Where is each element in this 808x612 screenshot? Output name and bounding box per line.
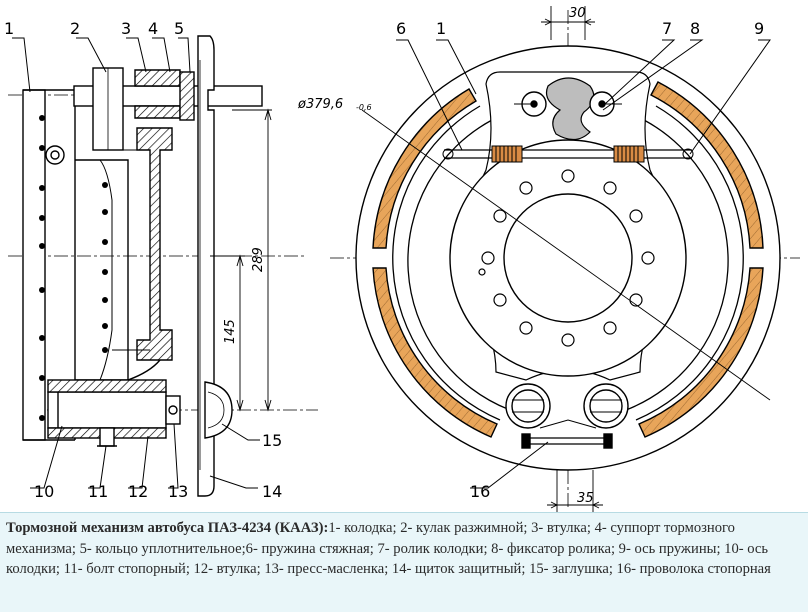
left-leaders — [12, 37, 260, 489]
callout-1-left: 1 — [4, 19, 14, 38]
callout-13: 13 — [168, 482, 188, 501]
diameter-line — [361, 109, 771, 401]
tension-springs — [442, 145, 694, 163]
lining-right-lower — [638, 267, 764, 438]
dust-shield — [197, 35, 215, 497]
callout-16: 16 — [470, 482, 490, 501]
callout-7: 7 — [662, 19, 672, 38]
figure-caption: Тормозной механизм автобуса ПАЗ-4234 (КА… — [0, 512, 808, 612]
front-view — [330, 10, 800, 510]
dim-diameter: ø379,6 — [297, 97, 343, 112]
expander-cam — [545, 77, 595, 141]
callout-4: 4 — [148, 19, 158, 38]
lining-right-upper — [650, 81, 764, 249]
hub-inner — [503, 193, 633, 323]
section-view — [8, 35, 318, 497]
lock-wire — [522, 437, 612, 445]
right-leaders — [396, 39, 771, 489]
dim-145: 145 — [223, 319, 238, 344]
caption-title: Тормозной механизм автобуса ПАЗ-4234 (КА… — [6, 520, 329, 536]
shoe-left — [392, 105, 501, 421]
lining-left-lower — [372, 267, 498, 438]
callout-15: 15 — [262, 431, 282, 450]
rivet-holes — [39, 115, 108, 421]
dim-diameter-tolerance: -0,6 — [356, 103, 372, 112]
anchor-pin — [47, 391, 167, 429]
callout-6: 6 — [396, 19, 406, 38]
lock-bolt — [99, 427, 115, 447]
callout-1-right: 1 — [436, 19, 446, 38]
lining-left-upper — [372, 88, 477, 249]
caption-text: 1- колодка; 2- кулак разжимной; 3- втулк… — [6, 520, 771, 578]
hub-outer — [449, 139, 687, 377]
callout-14: 14 — [262, 482, 282, 501]
brake-drawing: 289 145 1 2 3 4 5 10 11 12 13 14 15 — [4, 6, 800, 512]
left-dimensions — [210, 108, 272, 412]
brake-support — [136, 127, 173, 361]
callout-10: 10 — [34, 482, 54, 501]
callout-12: 12 — [128, 482, 148, 501]
callout-8: 8 — [690, 19, 700, 38]
callout-5: 5 — [174, 19, 184, 38]
right-dimensions — [541, 6, 603, 512]
callout-3: 3 — [121, 19, 131, 38]
callout-2: 2 — [70, 19, 80, 38]
callout-11: 11 — [88, 482, 108, 501]
callout-9: 9 — [754, 19, 764, 38]
grease-nipple — [165, 395, 181, 425]
seal-ring — [179, 71, 195, 121]
shoe-right — [635, 105, 744, 421]
brake-drum-section — [22, 89, 46, 441]
spring-pin — [45, 145, 65, 165]
dim-289: 289 — [251, 247, 266, 272]
cap — [204, 381, 233, 439]
dim-35: 35 — [577, 491, 594, 506]
dim-30: 30 — [569, 6, 586, 21]
